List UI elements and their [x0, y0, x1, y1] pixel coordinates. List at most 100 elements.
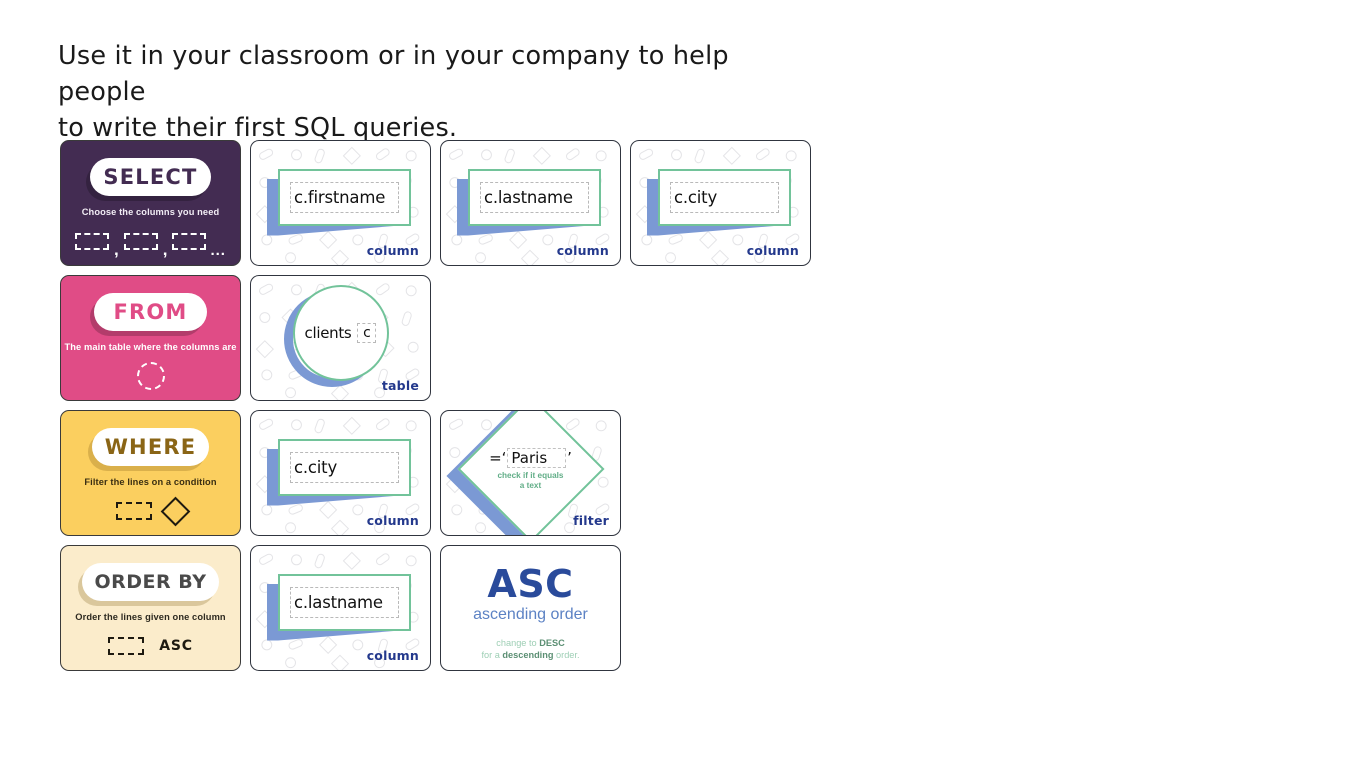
element-card-column-lastname[interactable]: c.lastname column — [440, 140, 621, 266]
column-box: c.lastname — [468, 168, 601, 226]
column-box-face: c.city — [278, 438, 411, 496]
column-inner-dash — [290, 451, 399, 483]
dashed-box-icon — [75, 232, 109, 250]
element-type-tag: column — [746, 243, 799, 258]
filter-diamond-body: =‘Paris’ check if it equals a text — [441, 411, 620, 535]
element-card-asc[interactable]: ASC ascending order change to DESC for a… — [440, 545, 621, 671]
filter-diamond: =‘Paris’ check if it equals a text — [445, 411, 605, 535]
column-name-text: c.firstname — [294, 187, 386, 207]
column-box-face: c.firstname — [278, 168, 411, 226]
table-circle: clients c — [283, 285, 389, 387]
element-card-column-firstname[interactable]: c.firstname column — [250, 140, 431, 266]
keyword-description-where: Filter the lines on a condition — [84, 477, 217, 487]
keyword-pill-order-by: ORDER BY — [81, 563, 220, 601]
empty-slot — [440, 275, 621, 401]
filter-operator: = — [489, 448, 502, 467]
keyword-pill-where: WHERE — [91, 428, 210, 466]
dashed-box-icon — [123, 232, 158, 250]
empty-slot — [630, 275, 811, 401]
sql-cards-board: SELECT Choose the columns you need , , .… — [60, 140, 820, 680]
column-name-text: c.lastname — [294, 592, 383, 612]
column-inner-dash — [480, 181, 589, 213]
row-select: SELECT Choose the columns you need , , .… — [60, 140, 820, 266]
headline-line-2: to write their first SQL queries. — [58, 113, 458, 143]
keyword-description-order-by: Order the lines given one column — [75, 612, 226, 622]
column-box-body: c.firstname — [251, 141, 430, 265]
filter-subtitle-line-2: a text — [519, 480, 542, 490]
keyword-card-from[interactable]: FROM The main table where the columns ar… — [60, 275, 241, 401]
filter-expression: =‘Paris’ — [489, 447, 572, 468]
row-from: FROM The main table where the columns ar… — [60, 275, 820, 401]
element-type-tag: column — [366, 648, 419, 663]
column-box-body: c.city — [251, 411, 430, 535]
column-inner-dash — [290, 586, 399, 618]
asc-title: ASC — [487, 562, 574, 606]
column-inner-dash — [290, 181, 399, 213]
element-type-tag: column — [366, 513, 419, 528]
column-name-text: c.city — [294, 457, 338, 477]
keyword-glyphs-order-by: ASC — [108, 631, 193, 661]
asc-note-desc: DESC — [539, 638, 565, 648]
column-box: c.firstname — [278, 168, 411, 226]
column-box: c.lastname — [278, 573, 411, 631]
keyword-card-order-by[interactable]: ORDER BY Order the lines given one colum… — [60, 545, 241, 671]
dashed-box-icon — [115, 502, 152, 520]
asc-note-descending: descending — [502, 650, 554, 660]
column-box-body: c.city — [631, 141, 810, 265]
table-alias-box: c — [357, 323, 377, 343]
column-box-body: c.lastname — [441, 141, 620, 265]
filter-subtitle-line-1: check if it equals — [497, 470, 564, 480]
filter-open-quote: ‘ — [501, 448, 507, 467]
asc-subtitle: ascending order — [473, 606, 588, 623]
column-name-text: c.city — [674, 187, 718, 207]
table-circle-body: clients c — [251, 276, 430, 400]
filter-close-quote: ’ — [567, 448, 572, 467]
element-card-table-clients[interactable]: clients c table — [250, 275, 431, 401]
comma-icon: , — [162, 240, 168, 259]
filter-subtitle: check if it equals a text — [498, 471, 564, 491]
keyword-card-select[interactable]: SELECT Choose the columns you need , , .… — [60, 140, 241, 266]
dashed-box-icon — [108, 637, 145, 655]
comma-icon: , — [114, 240, 119, 259]
keyword-card-where[interactable]: WHERE Filter the lines on a condition — [60, 410, 241, 536]
empty-slot — [630, 410, 811, 536]
keyword-pill-select: SELECT — [90, 158, 211, 196]
empty-slot — [630, 545, 811, 671]
table-name-text: clients — [304, 324, 352, 342]
column-box-face: c.lastname — [278, 573, 411, 631]
element-type-tag: table — [381, 378, 419, 393]
element-card-column-city-where[interactable]: c.city column — [250, 410, 431, 536]
dashed-circle-icon — [136, 362, 165, 390]
keyword-description-select: Choose the columns you need — [81, 207, 220, 217]
asc-note-suffix: order. — [553, 650, 580, 660]
diamond-icon — [160, 496, 190, 526]
keyword-pill-from: FROM — [94, 293, 207, 331]
element-card-column-lastname-order[interactable]: c.lastname column — [250, 545, 431, 671]
element-card-column-city-select[interactable]: c.city column — [630, 140, 811, 266]
table-circle-face: clients c — [292, 285, 389, 381]
keyword-glyphs-select: , , ... — [75, 226, 226, 259]
asc-note-mid: for a — [481, 650, 503, 660]
keyword-glyphs-where — [115, 496, 190, 526]
order-direction-label: ASC — [159, 638, 193, 654]
row-order-by: ORDER BY Order the lines given one colum… — [60, 545, 820, 671]
asc-note-prefix: change to — [496, 638, 540, 648]
keyword-description-from: The main table where the columns are — [64, 342, 237, 352]
row-where: WHERE Filter the lines on a condition — [60, 410, 820, 536]
dashed-box-icon — [172, 232, 207, 250]
headline-line-1: Use it in your classroom or in your comp… — [58, 41, 729, 107]
column-box: c.city — [278, 438, 411, 496]
column-box-face: c.lastname — [468, 168, 601, 226]
element-type-tag: column — [556, 243, 609, 258]
filter-diamond-content: =‘Paris’ check if it equals a text — [463, 417, 599, 521]
ellipsis-icon: ... — [210, 242, 226, 259]
column-box-body: c.lastname — [251, 546, 430, 670]
column-box-face: c.city — [658, 168, 791, 226]
filter-value: Paris — [507, 447, 567, 468]
element-type-tag: filter — [573, 513, 609, 528]
keyword-glyphs-from — [136, 361, 165, 391]
element-card-filter-paris[interactable]: =‘Paris’ check if it equals a text filte… — [440, 410, 621, 536]
page-title: Use it in your classroom or in your comp… — [58, 38, 818, 146]
element-type-tag: column — [366, 243, 419, 258]
